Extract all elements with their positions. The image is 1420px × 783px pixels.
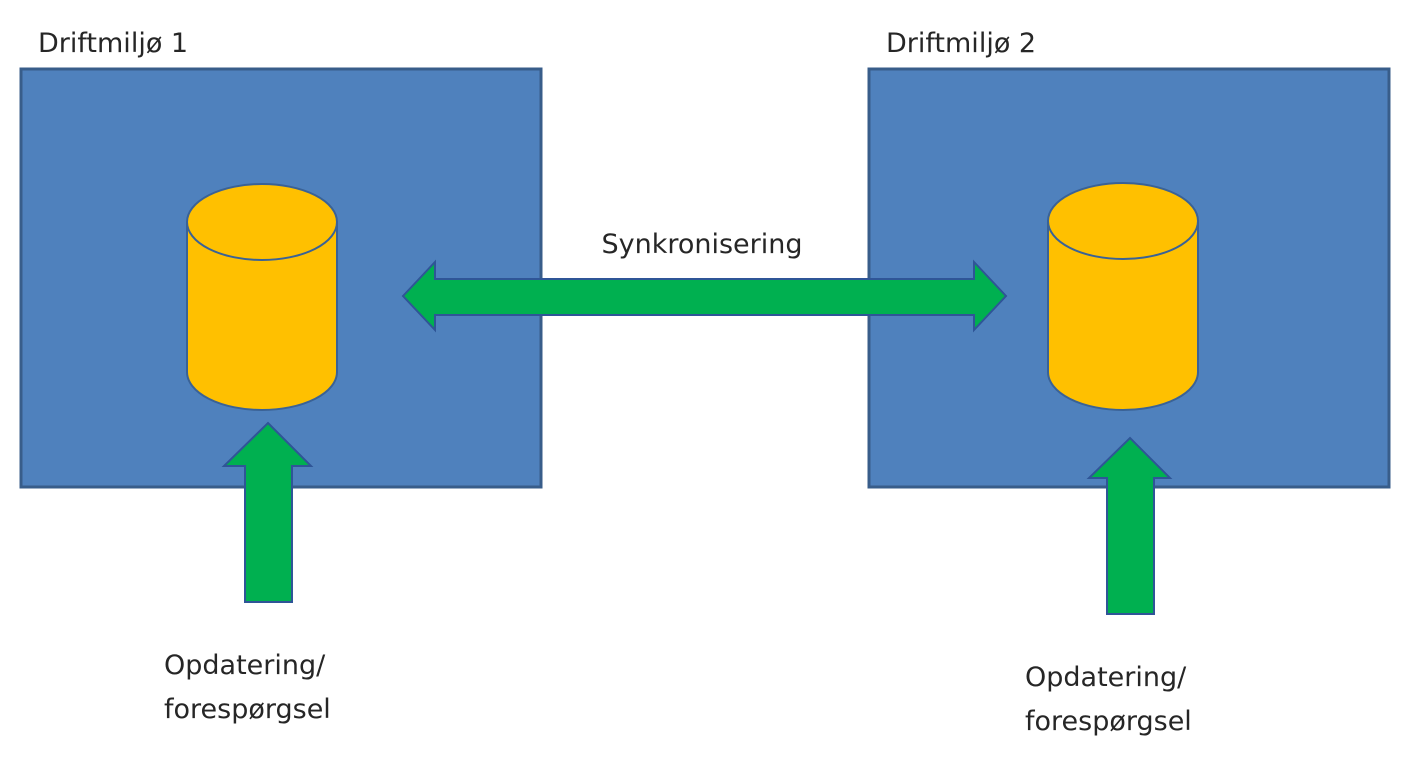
environment-1-title: Driftmiljø 1 xyxy=(38,28,188,59)
input-2-label-line-2: forespørgsel xyxy=(1025,706,1192,737)
input-1-up-arrow-icon xyxy=(221,421,314,603)
sync-label: Synkronisering xyxy=(601,229,802,260)
environment-2: Driftmiljø 2 xyxy=(867,28,1391,489)
sync: Synkronisering xyxy=(401,229,1008,333)
database-1-icon xyxy=(186,183,338,411)
input-2-up-arrow-icon xyxy=(1086,436,1173,615)
database-2-icon xyxy=(1047,182,1199,411)
input-1-label-line-1: Opdatering/ xyxy=(164,650,326,681)
input-1-label-line-2: forespørgsel xyxy=(164,694,331,725)
input-1: Opdatering/ forespørgsel xyxy=(164,421,331,725)
environment-2-title: Driftmiljø 2 xyxy=(886,28,1036,59)
input-2: Opdatering/ forespørgsel xyxy=(1025,436,1192,737)
sync-double-arrow-icon xyxy=(401,259,1008,333)
input-2-label-line-1: Opdatering/ xyxy=(1025,662,1187,693)
environment-1: Driftmiljø 1 xyxy=(19,28,543,489)
